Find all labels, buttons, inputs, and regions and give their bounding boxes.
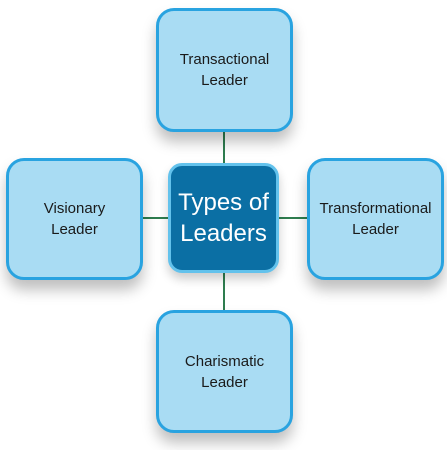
node-transformational-leader: Transformational Leader — [307, 158, 444, 280]
connector-bottom — [223, 272, 225, 311]
center-node-types-of-leaders: Types of Leaders — [168, 163, 279, 273]
node-label-right: Transformational Leader — [319, 200, 432, 238]
connector-top — [223, 131, 225, 164]
center-label: Types of Leaders — [178, 189, 269, 247]
node-label-left: Visionary Leader — [43, 200, 106, 238]
connector-left — [142, 217, 169, 219]
node-transactional-leader: Transactional Leader — [156, 8, 293, 132]
node-label-top: Transactional Leader — [179, 51, 270, 89]
node-charismatic-leader: Charismatic Leader — [156, 310, 293, 433]
connector-right — [278, 217, 308, 219]
node-label-bottom: Charismatic Leader — [184, 352, 265, 391]
node-visionary-leader: Visionary Leader — [6, 158, 143, 280]
